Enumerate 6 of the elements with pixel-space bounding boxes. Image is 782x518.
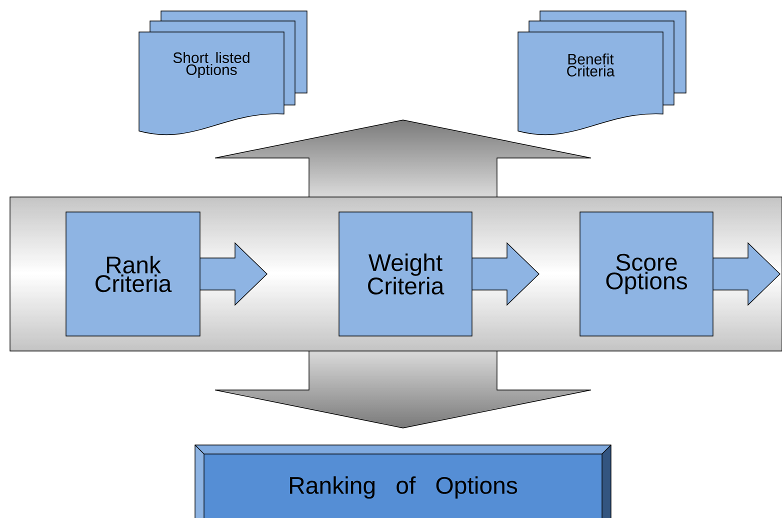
document-stack: Benefit Criteria (518, 10, 686, 136)
arrow-callout: Weight Criteria (338, 212, 540, 336)
bevel-box: Ranking of Options (194, 444, 612, 518)
arrow-callout: Score Options (580, 212, 780, 336)
document-stack: Short listed Options (138, 10, 308, 136)
arrow-callout: Rank Criteria (66, 212, 268, 336)
